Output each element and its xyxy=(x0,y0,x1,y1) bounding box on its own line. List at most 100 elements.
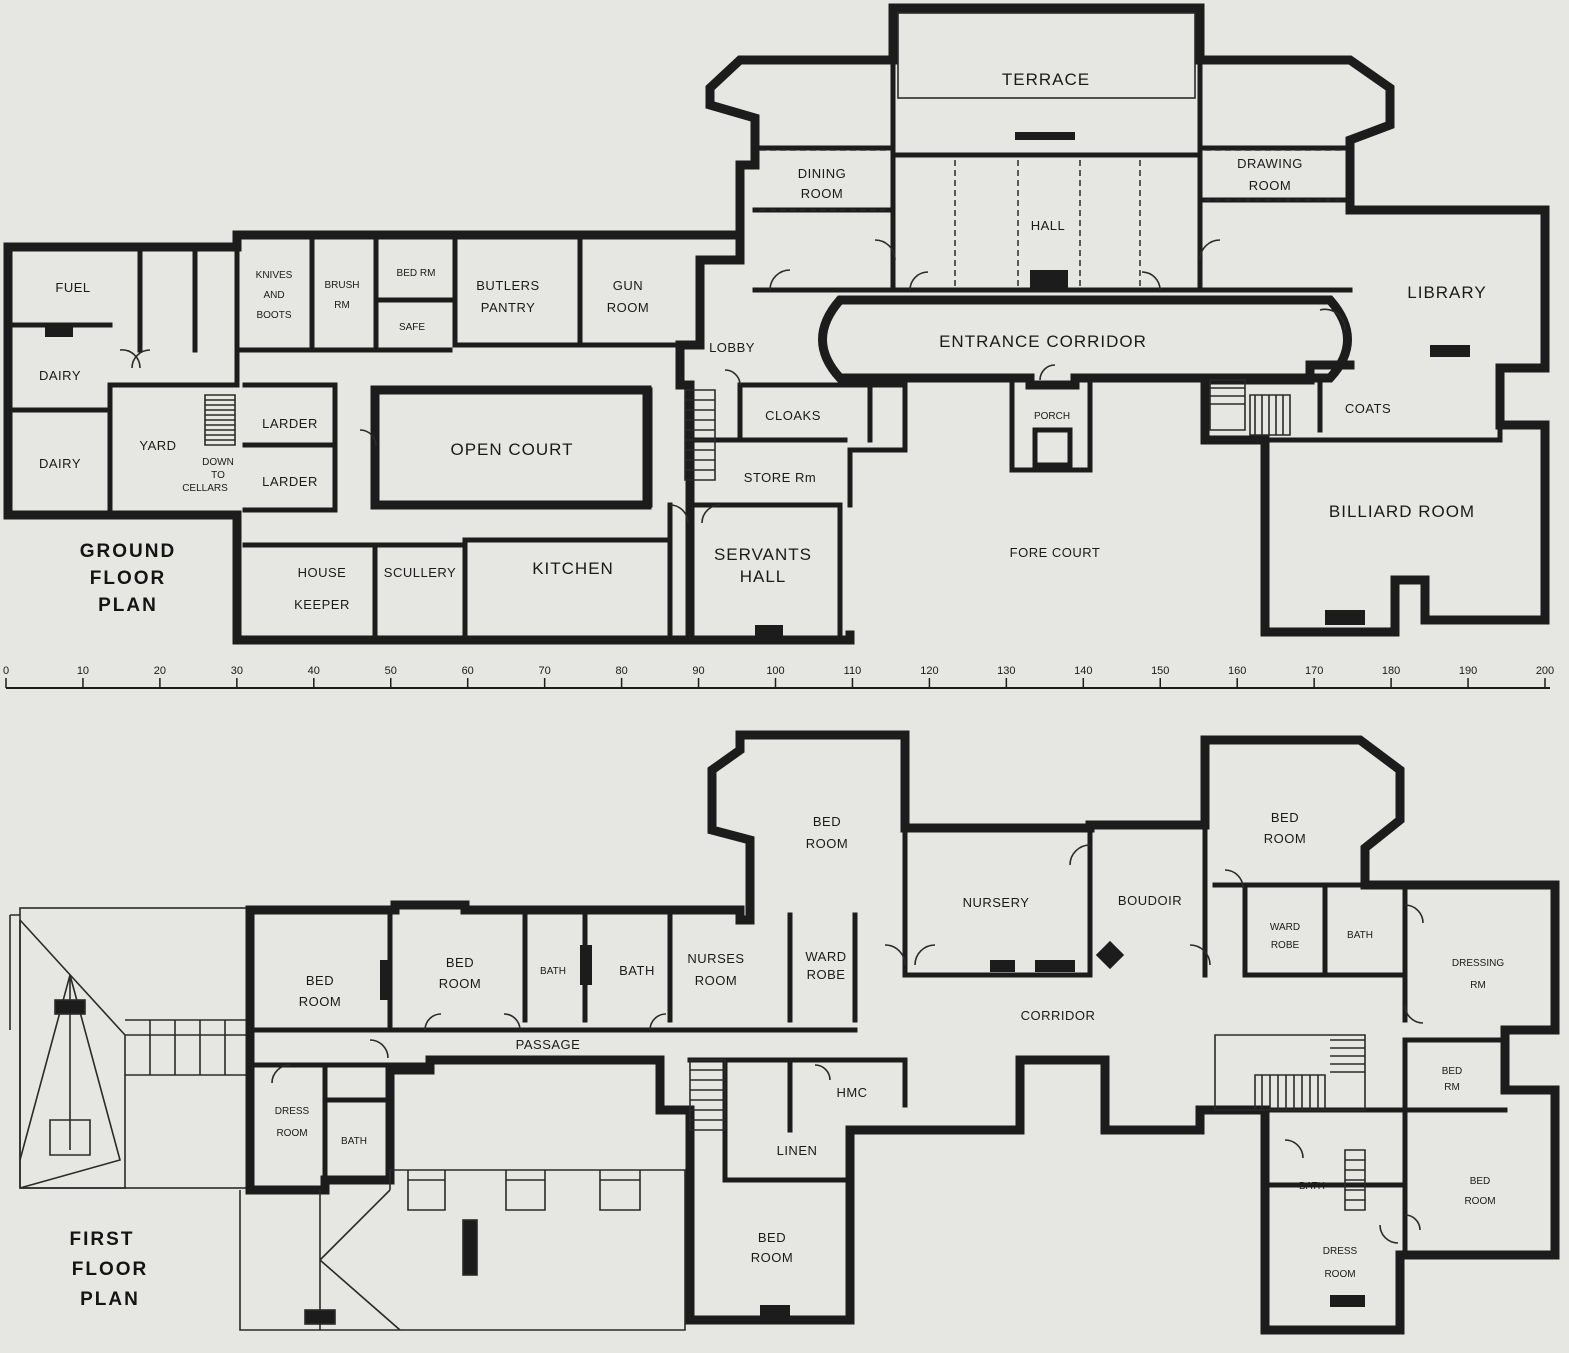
room-open-court: OPEN COURT xyxy=(450,440,573,459)
ground-walls-cloaks xyxy=(737,377,1503,508)
room-boudoir: BOUDOIR xyxy=(1118,893,1182,908)
first-plan-title-line2: FLOOR xyxy=(72,1259,149,1280)
scale-label: 90 xyxy=(692,665,704,677)
room-bed-room-s-line2: ROOM xyxy=(751,1250,793,1265)
room-dress-room-1-line1: DRESS xyxy=(275,1106,310,1117)
room-bath-2: BATH xyxy=(619,963,655,978)
room-hmc: HMC xyxy=(836,1085,867,1100)
room-larder-2: LARDER xyxy=(262,474,318,489)
room-butlers-line2: PANTRY xyxy=(481,300,536,315)
room-bed-room-2-line2: ROOM xyxy=(439,976,481,991)
room-nurses-line1: NURSES xyxy=(687,951,744,966)
label-cellars: CELLARS xyxy=(182,483,228,494)
first-plan-title-line1: FIRST xyxy=(70,1229,135,1250)
room-gun-line1: GUN xyxy=(613,278,643,293)
room-knives-line1: KNIVES xyxy=(256,270,293,281)
scale-label: 30 xyxy=(231,665,243,677)
room-yard: YARD xyxy=(139,438,176,453)
scale-label: 160 xyxy=(1228,665,1246,677)
room-bath-4: BATH xyxy=(341,1136,367,1147)
scale-label: 190 xyxy=(1459,665,1477,677)
first-roof-south xyxy=(239,1169,686,1331)
room-dairy-1: DAIRY xyxy=(39,368,81,383)
scale-label: 50 xyxy=(385,665,397,677)
room-hall: HALL xyxy=(1031,218,1066,233)
room-kitchen: KITCHEN xyxy=(532,559,614,578)
room-bed-room-se-line2: ROOM xyxy=(1464,1196,1495,1207)
room-ward-robe-1-line1: WARD xyxy=(805,949,846,964)
room-library: LIBRARY xyxy=(1407,283,1486,302)
ground-terrace-border xyxy=(897,12,1196,99)
room-corridor: CORRIDOR xyxy=(1021,1008,1096,1023)
room-dairy-2: DAIRY xyxy=(39,456,81,471)
scale-label: 170 xyxy=(1305,665,1323,677)
room-ward-robe-2-line1: WARD xyxy=(1270,922,1300,933)
room-entrance-corridor: ENTRANCE CORRIDOR xyxy=(939,332,1147,351)
room-larder-1: LARDER xyxy=(262,416,318,431)
room-dining-room-line2: ROOM xyxy=(801,186,843,201)
room-dress-room-2-line1: DRESS xyxy=(1323,1246,1358,1257)
room-bed-rm-e-line2: RM xyxy=(1444,1082,1460,1093)
scale-label: 100 xyxy=(766,665,784,677)
ground-floor-labels: GROUND FLOOR PLAN TERRACE DINING ROOM HA… xyxy=(39,70,1486,616)
room-drawing-room-line2: ROOM xyxy=(1249,178,1291,193)
ground-stairs xyxy=(204,379,1291,481)
ground-bay-blocks xyxy=(45,132,1470,640)
room-bed-room-1-line1: BED xyxy=(306,973,334,988)
first-plan-title-line3: PLAN xyxy=(80,1289,140,1310)
scale-label: 10 xyxy=(77,665,89,677)
scale-label: 80 xyxy=(615,665,627,677)
scale-label: 0 xyxy=(3,665,9,677)
ground-plan-title-line2: FLOOR xyxy=(90,568,167,589)
first-floor-plan xyxy=(9,730,1560,1335)
first-bay-blocks xyxy=(380,940,1365,1320)
first-stairs xyxy=(689,1034,1366,1211)
room-knives-line3: BOOTS xyxy=(256,310,291,321)
room-gun-line2: ROOM xyxy=(607,300,649,315)
room-coats: COATS xyxy=(1345,401,1391,416)
ground-plan-title-line1: GROUND xyxy=(80,541,176,562)
ground-door-swings xyxy=(119,239,1346,524)
label-down: DOWN xyxy=(202,457,234,468)
room-dining-room-line1: DINING xyxy=(798,166,847,181)
room-bed-room-nw-line1: BED xyxy=(813,814,841,829)
room-drawing-room-line1: DRAWING xyxy=(1237,156,1303,171)
scale-label: 140 xyxy=(1074,665,1092,677)
room-bed-room-ne-line1: BED xyxy=(1271,810,1299,825)
room-linen: LINEN xyxy=(777,1143,818,1158)
scale-label: 110 xyxy=(844,665,862,677)
scale-label: 130 xyxy=(997,665,1015,677)
room-safe: SAFE xyxy=(399,322,425,333)
room-store-rm: STORE Rm xyxy=(744,470,816,485)
ground-floor-plan xyxy=(3,3,1550,645)
room-bed-room-1-line2: ROOM xyxy=(299,994,341,1009)
ground-plan-title-line3: PLAN xyxy=(98,595,158,616)
scale-label: 150 xyxy=(1151,665,1169,677)
room-brush-line1: BRUSH xyxy=(324,280,359,291)
room-dress-room-2-line2: ROOM xyxy=(1324,1269,1355,1280)
room-butlers-line1: BUTLERS xyxy=(476,278,539,293)
room-bath-5: BATH xyxy=(1299,1181,1325,1192)
room-bed-rm: BED RM xyxy=(397,268,436,279)
scale-label: 70 xyxy=(539,665,551,677)
room-bath-1: BATH xyxy=(540,966,566,977)
room-cloaks: CLOAKS xyxy=(765,408,821,423)
room-knives-line2: AND xyxy=(263,290,284,301)
first-floor-labels: FIRST FLOOR PLAN BED ROOM BED ROOM NURSE… xyxy=(70,810,1505,1310)
room-dressing-rm-line1: DRESSING xyxy=(1452,958,1504,969)
room-ward-robe-2-line2: ROBE xyxy=(1271,940,1300,951)
first-wall-main xyxy=(245,730,1560,1335)
room-nurses-line2: ROOM xyxy=(695,973,737,988)
label-to: TO xyxy=(211,470,225,481)
room-bed-room-2-line1: BED xyxy=(446,955,474,970)
room-bed-room-nw-line2: ROOM xyxy=(806,836,848,851)
room-bed-rm-e-line1: BED xyxy=(1442,1066,1463,1077)
ground-hall-dashes xyxy=(760,149,1345,290)
ground-open-court-wall xyxy=(370,385,652,510)
scale-label: 60 xyxy=(462,665,474,677)
room-fore-court: FORE COURT xyxy=(1010,545,1101,560)
room-house-line2: KEEPER xyxy=(294,597,350,612)
room-dress-room-1-line2: ROOM xyxy=(276,1128,307,1139)
first-roof-west xyxy=(9,907,249,1189)
